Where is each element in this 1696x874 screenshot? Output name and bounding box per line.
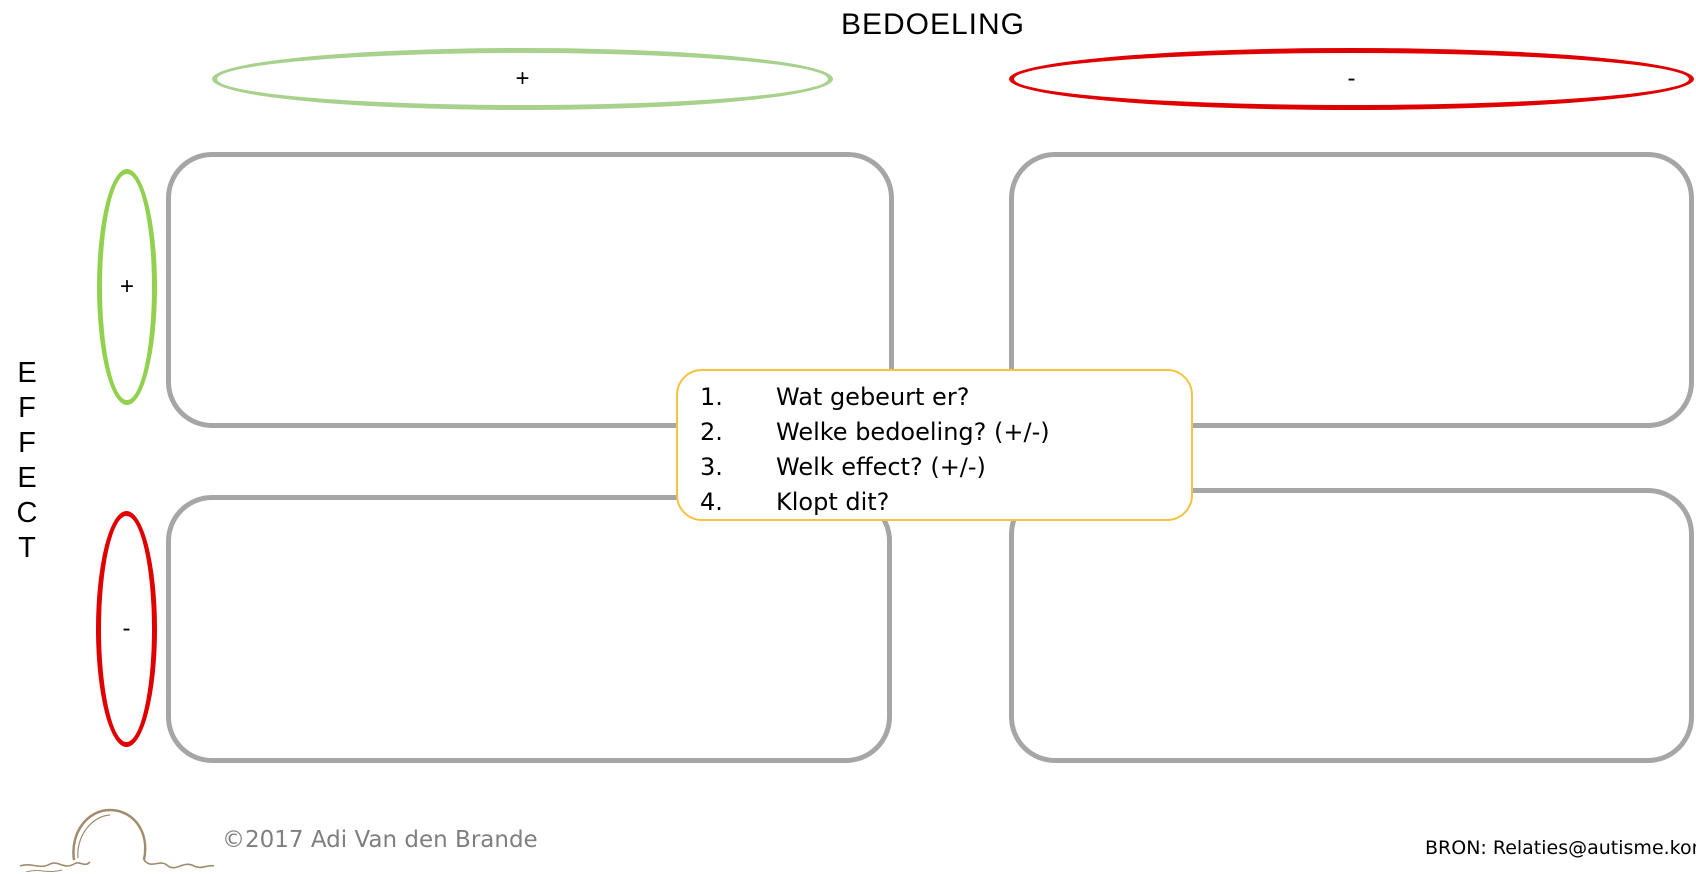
intention-positive-label: + xyxy=(515,65,530,92)
effect-letter: F xyxy=(18,427,36,459)
intention-negative-ellipse: - xyxy=(1009,48,1694,110)
effect-letter: E xyxy=(17,357,37,389)
intention-positive-ellipse: + xyxy=(212,48,833,110)
step-text: Klopt dit? xyxy=(776,488,890,516)
quadrant-negative-intention-negative-effect[interactable] xyxy=(1009,488,1694,763)
step-item: 3. Welk effect? (+/-) xyxy=(700,450,1191,485)
step-number: 4. xyxy=(700,488,723,516)
sun-over-waves-logo-icon xyxy=(19,808,215,872)
copyright-text: ©2017 Adi Van den Brande xyxy=(222,827,538,853)
step-item: 4. Klopt dit? xyxy=(700,485,1191,520)
effect-letter: F xyxy=(18,392,36,424)
step-number: 1. xyxy=(700,383,723,411)
step-number: 2. xyxy=(700,418,723,446)
effect-negative-ellipse: - xyxy=(96,511,157,747)
source-text: BRON: Relaties@autisme.kom xyxy=(1425,837,1696,859)
effect-letter: T xyxy=(18,532,36,564)
step-text: Wat gebeurt er? xyxy=(776,383,970,411)
effect-letter: E xyxy=(17,462,37,494)
steps-box: 1. Wat gebeurt er? 2. Welke bedoeling? (+/… xyxy=(676,369,1193,521)
effect-negative-label: - xyxy=(122,615,131,642)
quadrant-positive-intention-negative-effect[interactable] xyxy=(166,495,892,763)
effect-positive-label: + xyxy=(119,273,134,300)
diagram-title: BEDOELING xyxy=(840,8,1026,41)
quadrant-positive-intention-positive-effect[interactable] xyxy=(166,152,894,428)
step-text: Welk effect? (+/-) xyxy=(776,453,986,481)
step-number: 3. xyxy=(700,453,723,481)
step-item: 2. Welke bedoeling? (+/-) xyxy=(700,415,1191,450)
effect-letter: C xyxy=(16,497,38,529)
intention-negative-label: - xyxy=(1347,65,1356,92)
step-text: Welke bedoeling? (+/-) xyxy=(776,418,1050,446)
step-item: 1. Wat gebeurt er? xyxy=(700,380,1191,415)
effect-positive-ellipse: + xyxy=(97,169,157,405)
effect-vertical-label: E F F E C T xyxy=(14,356,40,566)
